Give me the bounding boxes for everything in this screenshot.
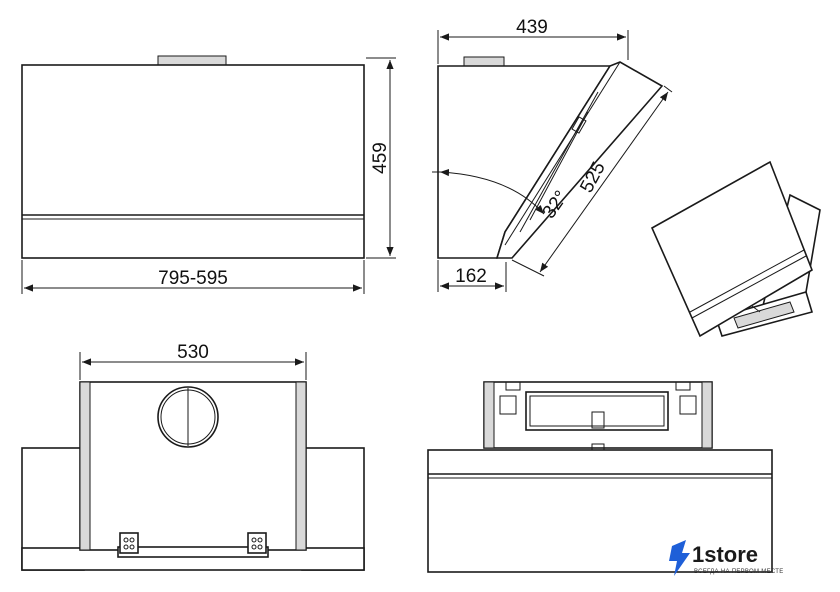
brand-tagline: ВСЕГДА НА ПЕРВОМ МЕСТЕ bbox=[694, 569, 784, 575]
bottom-view-base bbox=[427, 449, 773, 573]
panel-length-dimension-line bbox=[539, 91, 669, 273]
bottom-view-left-clip bbox=[499, 395, 517, 415]
front-view: 459 795-595 bbox=[21, 55, 396, 294]
angle-arc bbox=[439, 168, 545, 215]
rear-width-label: 530 bbox=[177, 342, 209, 363]
rear-view-left-bracket bbox=[119, 532, 139, 554]
front-view-body bbox=[21, 64, 365, 259]
rear-view-right-bracket bbox=[247, 532, 267, 554]
brand-logo: 1store ВСЕГДА НА ПЕРВОМ МЕСТЕ bbox=[669, 540, 784, 576]
front-width-label: 795-595 bbox=[158, 268, 228, 289]
bottom-view bbox=[427, 381, 773, 573]
rear-view: 530 bbox=[21, 342, 365, 571]
brand-name: 1store bbox=[692, 542, 758, 567]
side-base-label: 162 bbox=[455, 266, 487, 287]
side-depth-label: 439 bbox=[516, 17, 548, 38]
lightning-bolt-icon bbox=[669, 540, 690, 576]
front-height-label: 459 bbox=[370, 142, 391, 174]
perspective-glass-panel bbox=[650, 160, 813, 338]
side-view: 32° 439 525 162 bbox=[432, 17, 673, 292]
bottom-view-filter bbox=[525, 391, 669, 431]
bottom-view-right-clip bbox=[679, 395, 697, 415]
perspective-view bbox=[650, 160, 821, 338]
